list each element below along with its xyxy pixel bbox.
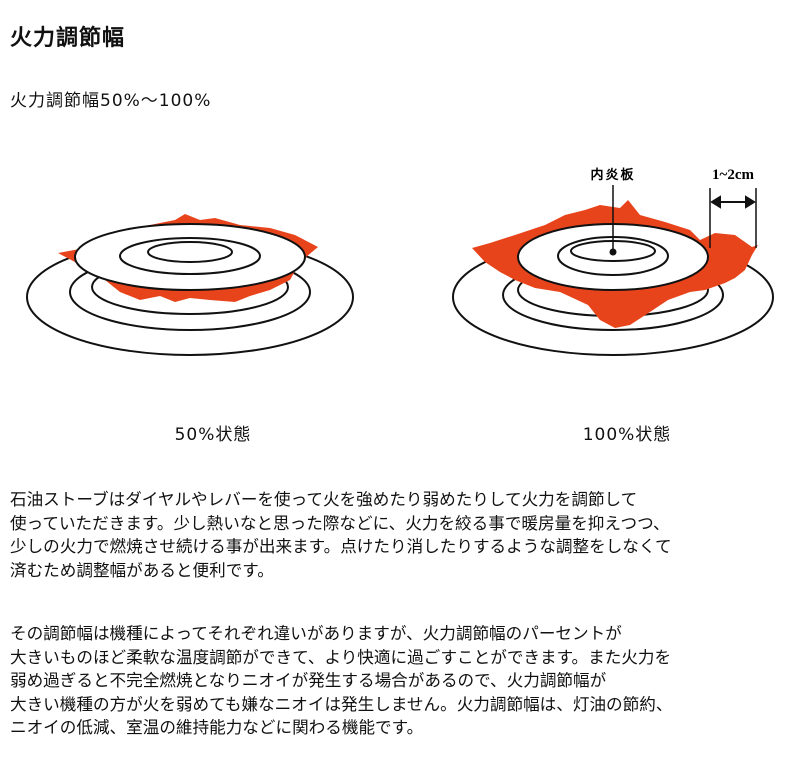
caption-100-percent: 100%状態 (582, 425, 672, 445)
text-line: 大きい機種の方が火を弱めても嫌なニオイは発生しません。火力調節幅は、灯油の節約、 (10, 694, 673, 714)
text-line: 石油ストーブはダイヤルやレバーを使って火を強めたり弱めたりして火力を調節して (10, 490, 638, 509)
paragraph-1: 石油ストーブはダイヤルやレバーを使って火を強めたり弱めたりして火力を調節して 使… (10, 488, 672, 582)
caption-50-percent: 50%状態 (174, 425, 252, 445)
text-line: 少しの火力で燃焼させ続ける事が出来ます。点けたり消したりするような調整をしなくて (10, 537, 672, 556)
text-line: 大きいものほど柔軟な温度調節ができて、より快適に過ごすことができます。また火力を (10, 647, 672, 667)
text-line: 使っていただきます。少し熱いなと思った際などに、火力を絞る事で暖房量を抑えつつ、 (10, 513, 670, 533)
text-line: ニオイの低減、室温の維持能力などに関わる機能です。 (10, 718, 424, 737)
paragraph-2: その調節幅は機種によってそれぞれ違いがありますが、火力調節幅のパーセントが 大き… (10, 622, 672, 740)
text-line: その調節幅は機種によってそれぞれ違いがありますが、火力調節幅のパーセントが (10, 624, 622, 643)
text-line: 弱め過ぎると不完全燃焼となりニオイが発生する場合があるので、火力調節幅が (10, 671, 607, 690)
diagram-50-percent (26, 214, 354, 356)
burner-diagrams: 内炎板 1~2cm (26, 167, 774, 356)
page-title: 火力調節幅 (10, 26, 126, 51)
diagram-100-percent (452, 185, 774, 356)
width-label: 1~2cm (712, 167, 754, 183)
subtitle: 火力調節幅50%～100% (10, 91, 212, 111)
inner-plate-label: 内炎板 (590, 167, 635, 183)
text-line: 済むため調整幅があると便利です。 (10, 560, 274, 580)
